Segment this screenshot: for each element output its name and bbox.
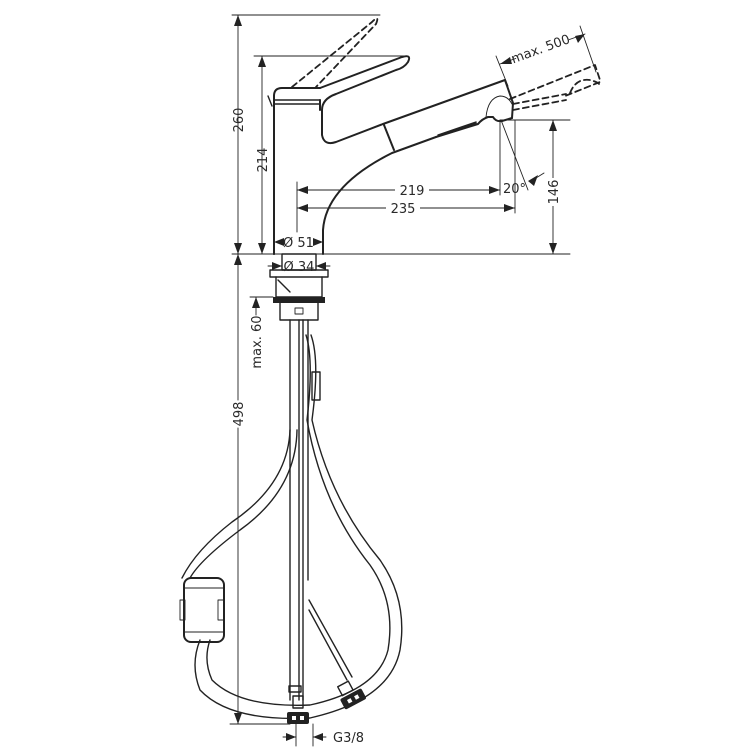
dimension-spout-reach: 219 235 (296, 119, 516, 233)
pull-out-spray-head-extended (509, 64, 601, 111)
dim-label-d51: Ø 51 (283, 236, 314, 251)
dimension-body-diameter: Ø 51 (274, 236, 323, 251)
dim-label-498: 498 (232, 402, 247, 427)
dimension-pull-out: max. 500 (495, 25, 597, 87)
dimension-deck-thickness: max. 60 (249, 296, 274, 369)
dimension-hose-length: 498 (229, 253, 291, 725)
dim-label-214: 214 (256, 148, 271, 173)
mounting-shank (269, 253, 329, 321)
dimension-shank-diameter: Ø 34 (267, 260, 331, 275)
dimension-thread: G3/8 (282, 723, 364, 747)
hose-weight (179, 577, 225, 643)
connectors (287, 680, 366, 724)
dim-label-max-60: max. 60 (250, 315, 265, 368)
faucet-body (267, 55, 514, 255)
dim-label-146: 146 (547, 180, 562, 205)
dim-label-20-deg: 20° (503, 182, 526, 197)
lever-handle-open-position (291, 17, 379, 88)
dim-label-d34: Ø 34 (284, 260, 315, 275)
dimension-outlet-height: 146 (499, 119, 571, 255)
dim-label-260: 260 (232, 108, 247, 133)
dimension-lever-height: 214 (253, 55, 409, 255)
dim-label-235: 235 (391, 202, 416, 217)
supply-hoses (181, 319, 403, 720)
dimension-spray-angle: 20° (500, 119, 545, 197)
dimension-overall-height: 260 (231, 14, 381, 255)
dim-label-g38: G3/8 (333, 731, 364, 746)
dim-label-219: 219 (400, 184, 425, 199)
